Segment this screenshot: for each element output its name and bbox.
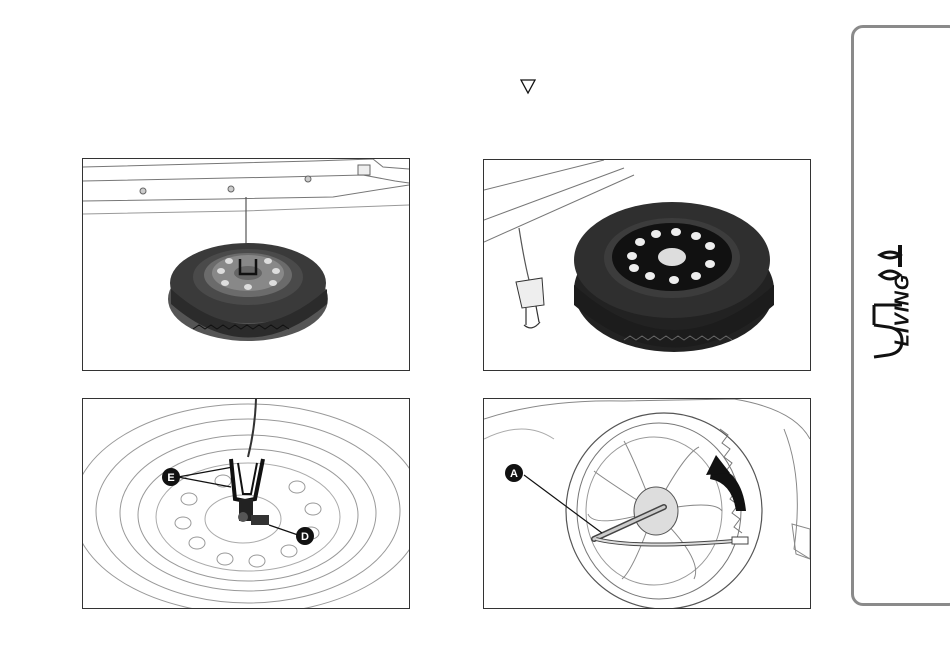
callout-a: A: [505, 464, 523, 482]
figure-loosening-wheel-bolts: A: [483, 398, 811, 609]
svg-text:A: A: [510, 468, 518, 480]
figure-spare-wheel-lowered: [82, 158, 410, 371]
callout-d: D: [296, 527, 314, 545]
callout-e: E: [162, 468, 180, 486]
figure-spare-wheel-detached: [483, 159, 811, 371]
triangle-down-icon: [518, 76, 538, 96]
svg-text:E: E: [167, 472, 174, 484]
svg-text:D: D: [301, 531, 309, 543]
brand-word: LIVING: [892, 274, 915, 347]
figure-wheel-hub-bracket: E D: [82, 398, 410, 609]
